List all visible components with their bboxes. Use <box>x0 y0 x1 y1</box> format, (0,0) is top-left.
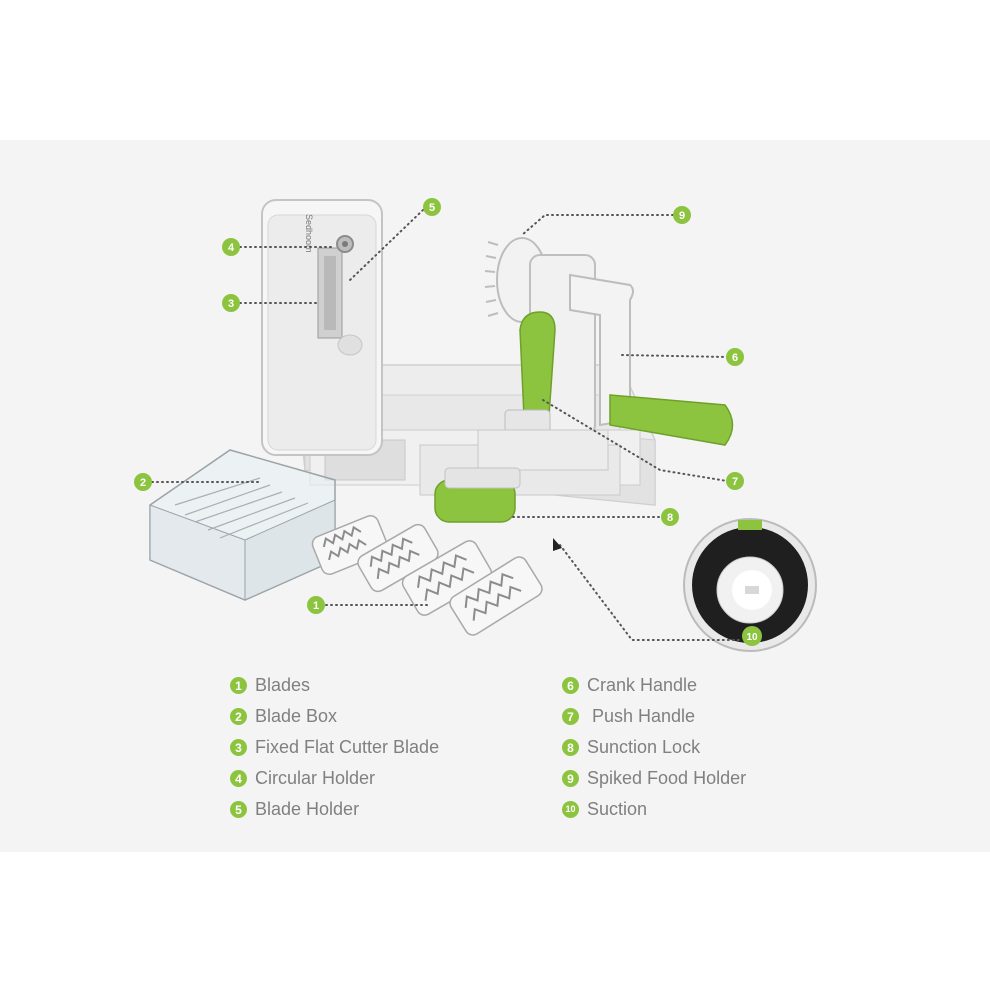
legend-label: Blade Box <box>255 706 338 726</box>
blade-4 <box>449 556 543 636</box>
svg-text:2: 2 <box>140 477 146 489</box>
legend-label: Crank Handle <box>587 675 698 695</box>
legend-item: 2 Blade Box <box>230 701 439 732</box>
marker-5: 5 <box>423 198 441 216</box>
legend-item: 10 Suction <box>562 794 746 825</box>
legend-right: 6 Crank Handle 7 Push Handle 8 Sunction … <box>562 670 746 825</box>
svg-text:3: 3 <box>228 298 234 310</box>
svg-text:6: 6 <box>732 352 738 364</box>
legend-left: 1 Blades 2 Blade Box 3 Fixed Flat Cutter… <box>230 670 439 825</box>
legend-number: 1 <box>230 677 247 694</box>
legend-number: 7 <box>562 708 579 725</box>
blade-3 <box>401 540 493 616</box>
suction-inset <box>683 518 817 652</box>
marker-10: 10 <box>742 626 762 646</box>
legend-number: 2 <box>230 708 247 725</box>
marker-9: 9 <box>673 206 691 224</box>
legend-label: Spiked Food Holder <box>587 768 747 788</box>
legend-item: 1 Blades <box>230 670 439 701</box>
svg-text:9: 9 <box>679 210 685 222</box>
legend-item: 3 Fixed Flat Cutter Blade <box>230 732 439 763</box>
legend-label: Fixed Flat Cutter Blade <box>255 737 440 757</box>
marker-7: 7 <box>726 472 744 490</box>
legend-label: Circular Holder <box>255 768 376 788</box>
legend-label: Push Handle <box>587 706 696 726</box>
brand-logo: Sedhoom <box>304 214 314 253</box>
callout-markers: 1 2 3 4 5 6 7 8 9 10 <box>134 198 762 646</box>
legend-item: 5 Blade Holder <box>230 794 439 825</box>
svg-text:10: 10 <box>746 632 758 643</box>
legend-number: 10 <box>562 801 579 818</box>
marker-2: 2 <box>134 473 152 491</box>
legend-number: 8 <box>562 739 579 756</box>
legend-label: Blades <box>255 675 311 695</box>
marker-3: 3 <box>222 294 240 312</box>
svg-text:1: 1 <box>313 600 319 612</box>
legend-item: 6 Crank Handle <box>562 670 746 701</box>
marker-1: 1 <box>307 596 325 614</box>
svg-text:8: 8 <box>667 512 673 524</box>
legend-number: 3 <box>230 739 247 756</box>
legend-item: 7 Push Handle <box>562 701 746 732</box>
blade-box <box>149 449 336 601</box>
legend-item: 4 Circular Holder <box>230 763 439 794</box>
pointer-arrow <box>553 538 562 551</box>
legend-item: 8 Sunction Lock <box>562 732 746 763</box>
crank-assembly <box>477 237 734 471</box>
marker-6: 6 <box>726 348 744 366</box>
suction-lock <box>434 467 521 523</box>
legend-number: 6 <box>562 677 579 694</box>
legend-number: 5 <box>230 801 247 818</box>
leader-lines <box>151 209 743 641</box>
marker-4: 4 <box>222 238 240 256</box>
blade-holder-tower: Sedhoom <box>261 199 383 456</box>
svg-text:7: 7 <box>732 476 738 488</box>
legend-label: Suction <box>587 799 648 819</box>
svg-text:4: 4 <box>228 242 235 254</box>
svg-text:5: 5 <box>429 202 435 214</box>
legend-number: 4 <box>230 770 247 787</box>
blade-set <box>311 515 543 636</box>
legend-number: 9 <box>562 770 579 787</box>
legend-label: Sunction Lock <box>587 737 701 757</box>
legend-item: 9 Spiked Food Holder <box>562 763 746 794</box>
legend-label: Blade Holder <box>255 799 360 819</box>
marker-8: 8 <box>661 508 679 526</box>
